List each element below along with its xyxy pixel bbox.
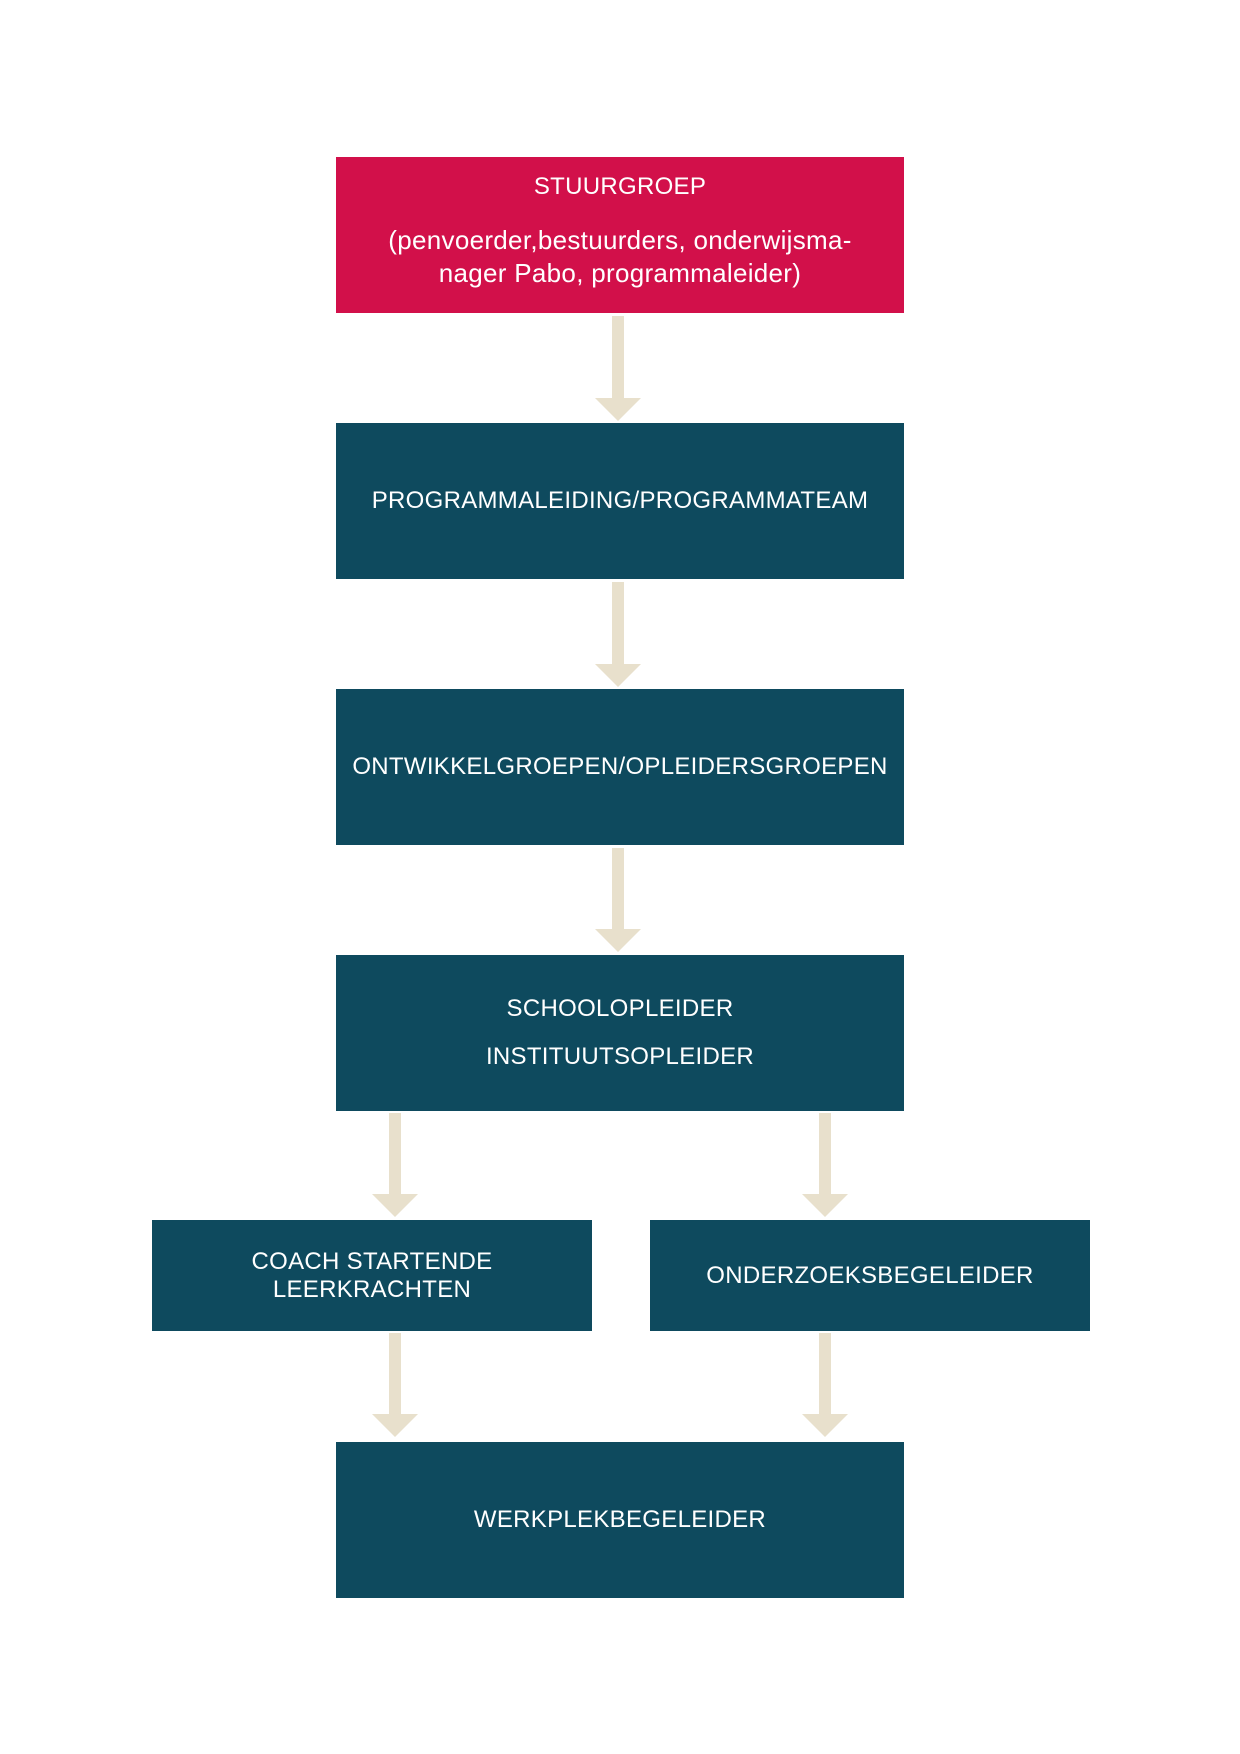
programmaleiding-label: PROGRAMMALEIDING/PROGRAMMATEAM <box>371 487 869 514</box>
onderzoeksbegeleider-label: ONDERZOEKSBEGELEIDER <box>706 1261 1034 1289</box>
opleiders-box: SCHOOLOPLEIDER INSTITUUTSOPLEIDER <box>336 955 904 1111</box>
ontwikkelgroepen-box: ONTWIKKELGROEPEN/OPLEIDERSGROEPEN <box>336 689 904 845</box>
arrow-ontwikkelgroepen-to-opleiders <box>595 848 641 952</box>
schoolopleider-label: SCHOOLOPLEIDER <box>506 995 734 1022</box>
arrow-coach-to-werkplek <box>372 1333 418 1437</box>
onderzoeksbegeleider-box: ONDERZOEKSBEGELEIDER <box>650 1220 1090 1331</box>
programmaleiding-box: PROGRAMMALEIDING/PROGRAMMATEAM <box>336 423 904 579</box>
stuurgroep-subtitle-line1: (penvoerder,bestuurders, onderwijsma- <box>388 225 852 255</box>
arrow-onderzoek-to-werkplek <box>802 1333 848 1437</box>
werkplekbegeleider-label: WERKPLEKBEGELEIDER <box>473 1506 767 1533</box>
instituutsopleider-label: INSTITUUTSOPLEIDER <box>485 1043 755 1070</box>
stuurgroep-title: STUURGROEP <box>533 173 707 200</box>
werkplekbegeleider-box: WERKPLEKBEGELEIDER <box>336 1442 904 1598</box>
arrow-opleiders-to-coach <box>372 1113 418 1217</box>
arrow-programmaleiding-to-ontwikkelgroepen <box>595 582 641 687</box>
arrow-stuurgroep-to-programmaleiding <box>595 316 641 421</box>
coach-box: COACH STARTENDE LEERKRACHTEN <box>152 1220 592 1331</box>
stuurgroep-subtitle: (penvoerder,bestuurders, onderwijsma- na… <box>358 224 881 290</box>
stuurgroep-box: STUURGROEP (penvoerder,bestuurders, onde… <box>336 157 904 313</box>
arrow-opleiders-to-onderzoek <box>802 1113 848 1217</box>
stuurgroep-subtitle-line2: nager Pabo, programmaleider) <box>438 258 802 288</box>
coach-label: COACH STARTENDE LEERKRACHTEN <box>251 1247 493 1303</box>
ontwikkelgroepen-label: ONTWIKKELGROEPEN/OPLEIDERSGROEPEN <box>352 753 888 780</box>
